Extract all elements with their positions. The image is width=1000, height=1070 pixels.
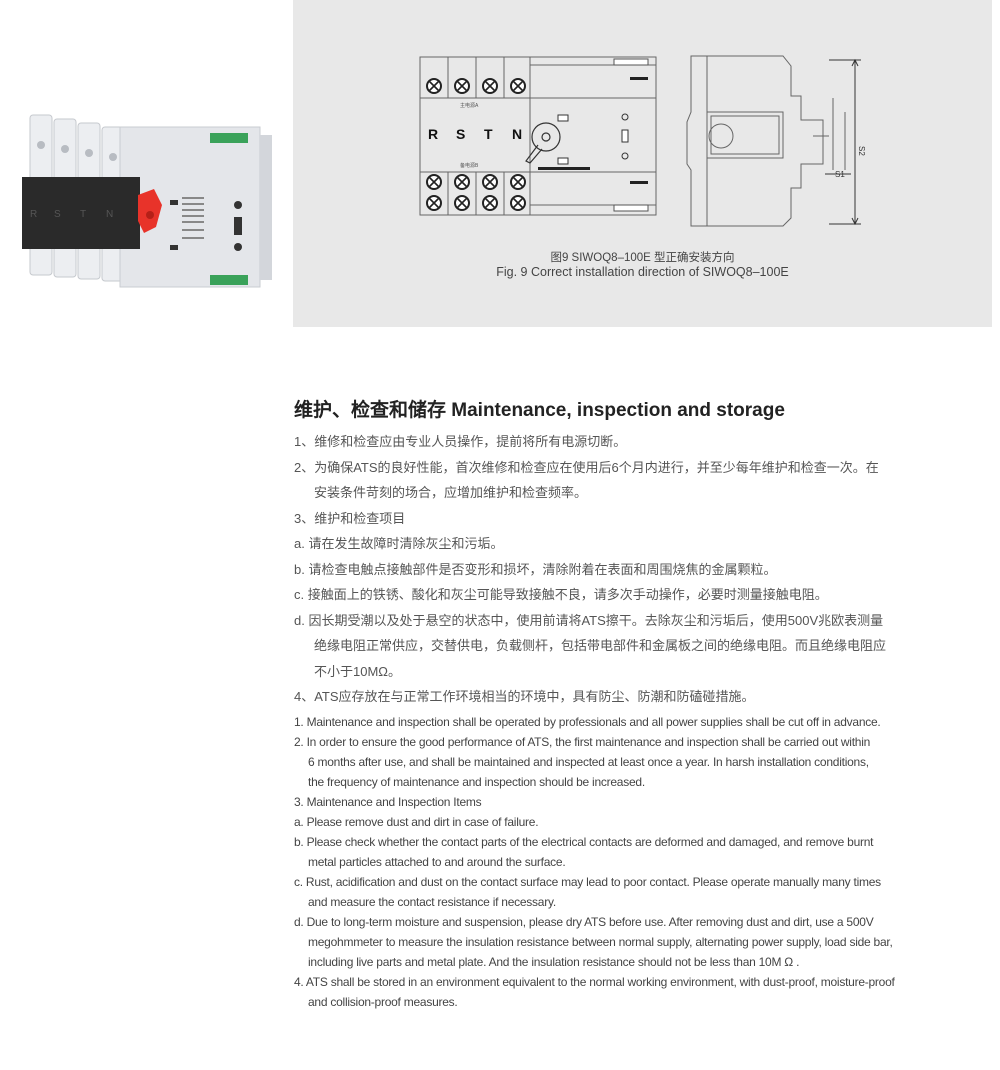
pole-label-s: S <box>54 209 61 220</box>
en-item: a. Please remove dust and dirt in case o… <box>294 814 539 829</box>
svg-text:T: T <box>484 126 493 142</box>
main-supply-label: 主电源A <box>460 102 479 109</box>
en-instructions: 1. Maintenance and inspection shall be o… <box>294 712 994 1012</box>
svg-text:N: N <box>512 126 522 142</box>
en-item: b. Please check whether the contact part… <box>294 834 874 849</box>
cn-item: 1、维修和检查应由专业人员操作，提前将所有电源切断。 <box>294 434 627 449</box>
en-item: and collision-proof measures. <box>308 994 458 1009</box>
en-item: the frequency of maintenance and inspect… <box>308 774 645 789</box>
en-item: 6 months after use, and shall be maintai… <box>308 754 869 769</box>
front-view-drawing: R S T N 主电源A 备电源B <box>419 56 657 216</box>
dimension-s2: S2 <box>857 146 866 156</box>
en-item: c. Rust, acidification and dust on the c… <box>294 874 881 889</box>
figure-caption-cn: 图9 SIWOQ8–100E 型正确安装方向 <box>550 252 735 264</box>
cn-item: 绝缘电阻正常供应，交替供电，负载侧杆，包括带电部件和金属板之间的绝缘电阻。而且绝… <box>314 638 887 653</box>
pole-label-t: T <box>80 209 86 220</box>
cn-item: a. 请在发生故障时清除灰尘和污垢。 <box>294 536 504 551</box>
en-item: d. Due to long-term moisture and suspens… <box>294 914 874 929</box>
figure-caption-en: Fig. 9 Correct installation direction of… <box>496 265 789 279</box>
en-item: megohmmeter to measure the insulation re… <box>308 934 893 949</box>
backup-supply-label: 备电源B <box>460 162 479 169</box>
side-view-drawing: S2 S1 <box>686 55 866 227</box>
pole-label-n: N <box>106 209 113 220</box>
en-item: metal particles attached to and around t… <box>308 854 566 869</box>
rotary-handle-icon <box>525 122 561 164</box>
svg-text:S: S <box>456 126 465 142</box>
cn-item: 3、维护和检查项目 <box>294 510 406 526</box>
cn-item: b. 请检查电触点接触部件是否变形和损坏，清除附着在表面和周围烧焦的金属颗粒。 <box>294 561 777 577</box>
section-heading: 维护、检查和储存 Maintenance, inspection and sto… <box>294 400 785 421</box>
dimension-s1: S1 <box>835 170 845 179</box>
cn-instructions: 1、维修和检查应由专业人员操作，提前将所有电源切断。 2、为确保ATS的良好性能… <box>294 429 994 710</box>
cn-item: 安装条件苛刻的场合，应增加维护和检查频率。 <box>314 485 588 500</box>
en-item: and measure the contact resistance if ne… <box>308 894 556 909</box>
en-item: including live parts and metal plate. An… <box>308 954 800 969</box>
cn-item: c. 接触面上的铁锈、酸化和灰尘可能导致接触不良，请多次手动操作，必要时测量接触… <box>294 587 828 602</box>
maintenance-section: 维护、检查和储存 Maintenance, inspection and sto… <box>294 395 994 1012</box>
cn-item: 4、ATS应存放在与正常工作环境相当的环境中，具有防尘、防潮和防磕碰措施。 <box>294 689 755 704</box>
pole-label-r: R <box>30 209 37 220</box>
cn-item: 不小于10MΩ。 <box>314 663 402 679</box>
en-item: 3. Maintenance and Inspection Items <box>294 794 482 809</box>
svg-text:R: R <box>428 126 438 142</box>
en-item: 4. ATS shall be stored in an environment… <box>294 974 895 989</box>
en-item: 2. In order to ensure the good performan… <box>294 734 871 749</box>
product-photo: R S T N <box>22 114 272 288</box>
en-item: 1. Maintenance and inspection shall be o… <box>294 714 881 729</box>
cn-item: d. 因长期受潮以及处于悬空的状态中，使用前请将ATS擦干。去除灰尘和污垢后，使… <box>294 612 884 628</box>
cn-item: 2、为确保ATS的良好性能，首次维修和检查应在使用后6个月内进行，并至少每年维护… <box>294 459 879 475</box>
figure-panel <box>293 0 992 327</box>
